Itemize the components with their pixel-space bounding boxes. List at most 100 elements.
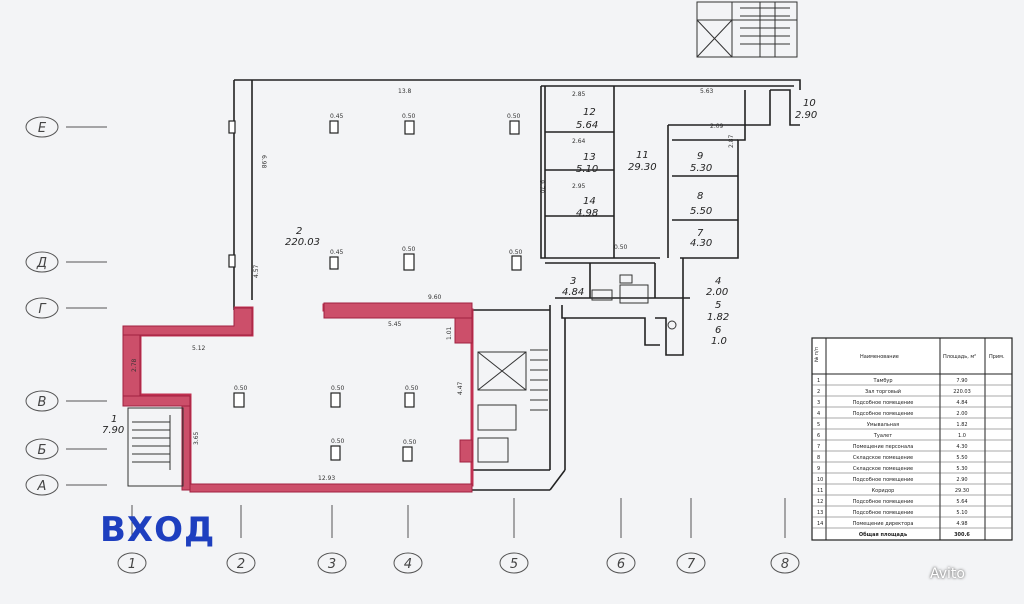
table-cell-area: 29.30 <box>955 488 969 494</box>
table-cell-area: 5.30 <box>956 466 967 472</box>
table-header-note: Прим. <box>989 354 1005 360</box>
red-wall-fills <box>122 302 473 493</box>
table-cell-area: 7.90 <box>956 378 967 384</box>
room-number: 2 <box>296 226 302 237</box>
room-area: 7.90 <box>102 425 124 436</box>
table-cell-name: Туалет <box>873 433 892 439</box>
column-axis-label: 4 <box>404 557 412 572</box>
column-mark: 0.50 <box>403 439 417 446</box>
table-cell-area: 4.30 <box>956 444 967 450</box>
dimension-label: 3.65 <box>193 431 200 445</box>
dimension-label: 5.12 <box>192 345 206 352</box>
table-cell-num: 12 <box>817 499 823 505</box>
table-cell-name: Зал торговый <box>865 388 901 395</box>
dimension-label: 5.45 <box>388 321 402 328</box>
structural-columns <box>228 120 522 462</box>
table-cell-num: 13 <box>817 510 823 516</box>
room-number: 3 <box>570 276 576 287</box>
dimension-label: 2.85 <box>572 91 586 98</box>
dimension-label: 2.09 <box>710 123 724 130</box>
table-cell-name: Складское помещение <box>853 466 913 472</box>
dimension-label: 4.57 <box>253 264 260 278</box>
table-cell-area: 5.10 <box>956 510 967 516</box>
room-area: 5.50 <box>690 206 712 217</box>
dimension-label: 5.63 <box>700 88 714 95</box>
table-cell-name: Коридор <box>872 488 895 494</box>
table-cell-num: 2 <box>817 389 820 395</box>
table-cell-area: 4.98 <box>956 521 967 527</box>
row-axes <box>25 116 107 496</box>
room-area: 220.03 <box>285 237 320 248</box>
table-cell-num: 9 <box>817 466 820 472</box>
room-area: 29.30 <box>628 162 657 173</box>
room-area: 2.00 <box>706 287 728 298</box>
column-mark: 0.50 <box>331 438 345 445</box>
table-cell-name: Подсобное помещение <box>853 477 914 483</box>
room-number: 6 <box>715 325 721 336</box>
dimension-label: 2.64 <box>572 138 586 145</box>
column-mark: 0.50 <box>402 246 416 253</box>
column-mark: 0.50 <box>507 113 521 120</box>
room-area: 5.30 <box>690 163 712 174</box>
dimension-label: 2.87 <box>728 134 735 148</box>
dimension-label: 0.50 <box>614 244 628 251</box>
column-axis-label: 6 <box>617 557 625 572</box>
table-header-name: Наименование <box>860 354 899 360</box>
row-axis-label: Г <box>38 302 47 317</box>
room-number: 14 <box>583 196 596 207</box>
dimension-label: 13.8 <box>398 88 412 95</box>
dimension-label: 12.93 <box>318 475 335 482</box>
room-number: 7 <box>697 228 704 239</box>
table-cell-num: 14 <box>817 521 823 527</box>
table-cell-name: Умывальная <box>867 422 899 428</box>
dimension-label: 9.70 <box>538 180 545 194</box>
sanitary-fixtures <box>591 274 677 330</box>
dimension-label: 2.95 <box>572 183 586 190</box>
room-number: 10 <box>803 98 816 109</box>
table-cell-name: Подсобное помещение <box>853 499 914 505</box>
column-axis-label: 5 <box>510 557 518 572</box>
table-cell-area: 5.50 <box>956 455 967 461</box>
column-mark: 0.50 <box>509 249 523 256</box>
central-staircase <box>477 349 548 463</box>
room-area: 4.84 <box>562 287 584 298</box>
table-cell-num: 6 <box>817 433 820 439</box>
column-mark: 0.45 <box>330 113 344 120</box>
table-cell-area: 2.90 <box>956 477 967 483</box>
row-axis-label: Е <box>38 121 47 136</box>
column-mark: 0.50 <box>402 113 416 120</box>
column-axis-label: 8 <box>781 557 789 572</box>
room-area: 1.82 <box>707 312 729 323</box>
room-number: 12 <box>583 107 596 118</box>
column-mark: 0.50 <box>234 385 248 392</box>
table-cell-num: 5 <box>817 422 820 428</box>
table-cell-num: 11 <box>817 488 823 494</box>
walls <box>233 79 801 491</box>
table-cell-num: 10 <box>817 477 823 483</box>
table-header-num: № п/п <box>814 347 820 362</box>
dimension-label: 2.78 <box>131 358 138 372</box>
room-area: 1.0 <box>711 336 727 347</box>
dimension-label: 6.98 <box>260 155 267 169</box>
column-mark: 0.50 <box>331 385 345 392</box>
table-total-label: Общая площадь <box>859 531 907 538</box>
room-number: 5 <box>715 300 721 311</box>
row-axis-label: Б <box>38 443 47 458</box>
room-number: 1 <box>111 414 117 425</box>
column-mark: 0.50 <box>405 385 419 392</box>
table-cell-num: 3 <box>817 400 820 406</box>
room-area: 4.30 <box>690 238 712 249</box>
table-cell-num: 7 <box>817 444 820 450</box>
table-cell-name: Помещение персонала <box>853 444 914 450</box>
table-cell-num: 4 <box>817 411 820 417</box>
table-cell-num: 8 <box>817 455 820 461</box>
table-cell-name: Подсобное помещение <box>853 411 914 417</box>
row-axis-label: В <box>38 395 47 410</box>
room-area: 5.64 <box>576 120 598 131</box>
table-cell-name: Тамбур <box>872 378 892 384</box>
column-axis-label: 2 <box>237 557 245 572</box>
table-total-value: 300.6 <box>954 532 970 538</box>
dimension-label: 4.47 <box>457 381 464 395</box>
room-number: 8 <box>697 191 703 202</box>
